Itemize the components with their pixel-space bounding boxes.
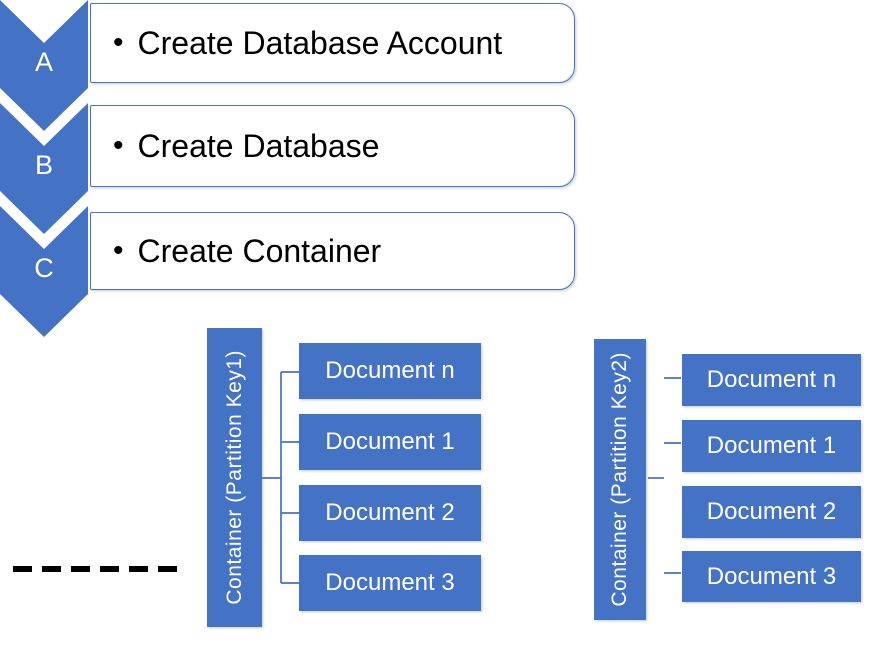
container-key2-box: Container (Partition Key2) [594, 339, 646, 620]
document-box: Document 1 [682, 420, 861, 472]
document-box: Document 1 [299, 414, 481, 470]
document-box: Document n [682, 354, 861, 406]
chevron-a-shape [0, 0, 88, 131]
document-box: Document n [299, 343, 481, 399]
document-box: Document 3 [299, 555, 481, 611]
right-tree-connector [648, 377, 681, 574]
step-label: Create Database Account [137, 24, 503, 61]
chevron-a-label: A [34, 47, 53, 77]
chevron-b-shape [0, 103, 88, 234]
step-box-create-database-account: • Create Database Account [90, 3, 575, 83]
step-label: Create Container [137, 232, 382, 269]
step-box-create-database: • Create Database [90, 105, 575, 187]
container-key1-box: Container (Partition Key1) [207, 328, 262, 627]
chevron-b-label: B [34, 150, 53, 180]
bullet-icon: • [113, 26, 124, 59]
bullet-icon: • [113, 234, 124, 267]
container-key2-label: Container (Partition Key2) [608, 352, 631, 607]
chevron-c-label: C [34, 253, 54, 283]
document-box: Document 2 [299, 485, 481, 541]
step-label: Create Database [137, 127, 380, 164]
chevron-c-shape [0, 206, 88, 337]
document-box: Document 3 [682, 551, 861, 602]
left-tree-connector [262, 371, 299, 584]
document-box: Document 2 [682, 486, 861, 538]
bullet-icon: • [113, 129, 124, 162]
container-key1-label: Container (Partition Key1) [222, 350, 246, 605]
step-box-create-container: • Create Container [90, 212, 575, 290]
